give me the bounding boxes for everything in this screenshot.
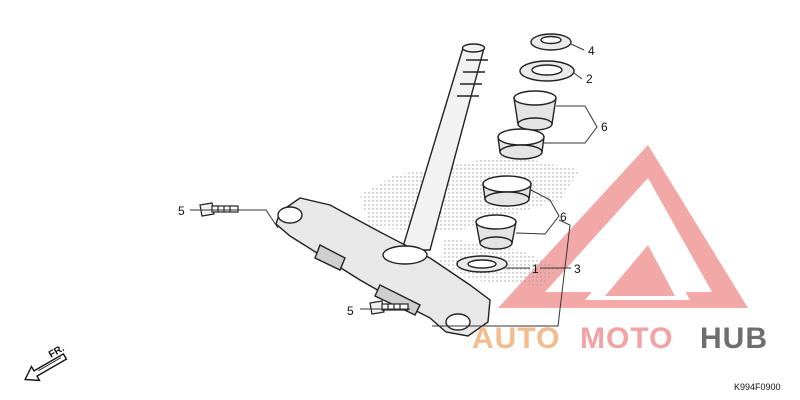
callout-3: 3 — [574, 262, 581, 276]
callout-6-lower: 6 — [560, 210, 567, 224]
callout-1: 1 — [532, 262, 539, 276]
callout-4: 4 — [588, 44, 595, 58]
lower-seal — [456, 255, 508, 273]
watermark-moto: MOTO — [580, 322, 673, 355]
watermark-text: AUTO MOTO HUB — [472, 322, 768, 355]
bolt-lower — [369, 300, 409, 315]
figure-code: K994F0900 — [734, 382, 781, 392]
callout-2: 2 — [586, 72, 593, 86]
lower-bearing — [475, 214, 517, 250]
watermark-logo — [498, 145, 748, 308]
under-bracket — [275, 197, 491, 337]
callout-5-lower: 5 — [347, 304, 354, 318]
front-arrow-icon — [23, 352, 68, 382]
steering-stem — [401, 43, 488, 251]
upper-race — [497, 128, 545, 160]
callout-5-upper: 5 — [178, 204, 185, 218]
dust-seal — [519, 60, 575, 82]
upper-bearing — [513, 90, 557, 131]
callout-6-upper: 6 — [601, 120, 608, 134]
lock-nut — [530, 33, 572, 51]
watermark-hub: HUB — [700, 322, 768, 355]
lower-race — [482, 175, 532, 207]
watermark-auto: AUTO — [472, 322, 560, 355]
leader-lines — [190, 43, 598, 327]
